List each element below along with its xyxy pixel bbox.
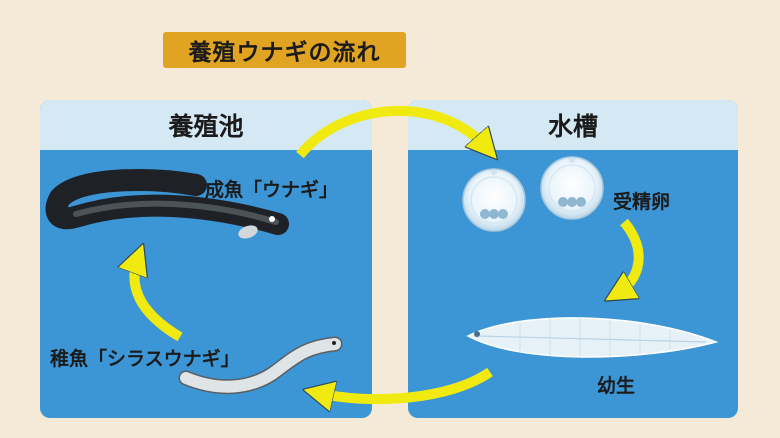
adult-eel-illustration <box>45 168 289 239</box>
juvenile-eel-label: 稚魚「シラスウナギ」 <box>50 348 240 370</box>
fertilized-egg-label: 受精卵 <box>613 191 671 213</box>
arrow-juvenile-to-adult <box>134 258 183 342</box>
fertilized-eggs-illustration <box>462 156 604 232</box>
adult-eel-label: 成魚「ウナギ」 <box>205 179 339 201</box>
arrow-larva-to-juvenile <box>318 367 493 399</box>
larva-illustration <box>466 317 719 358</box>
water-tank-header: 水槽 <box>408 100 738 150</box>
larva-label: 幼生 <box>597 375 636 397</box>
arrow-adult-to-eggs <box>296 106 487 155</box>
juvenile-eel-illustration <box>178 336 343 395</box>
water-tank-panel: 水槽 <box>408 100 738 418</box>
diagram-title: 養殖ウナギの流れ <box>163 32 406 68</box>
arrow-eggs-to-larva <box>618 218 644 293</box>
panel-divider <box>372 100 408 418</box>
eel-pond-panel: 養殖池 <box>40 100 372 418</box>
